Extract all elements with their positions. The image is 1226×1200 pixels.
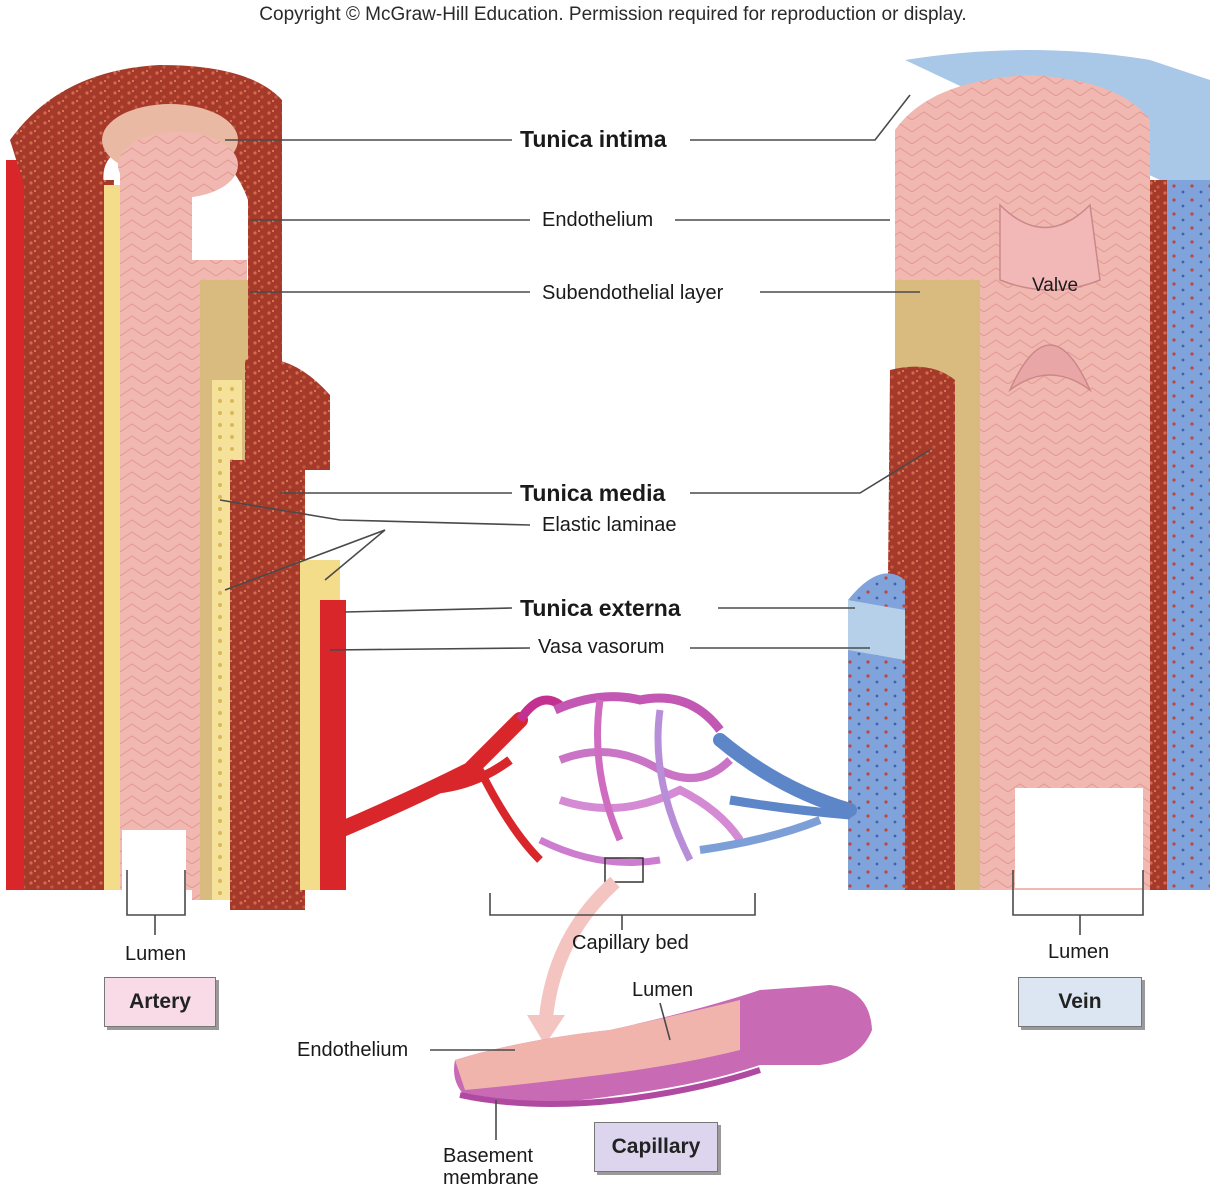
label-vasa-vasorum: Vasa vasorum (538, 636, 665, 658)
vein-drawing (848, 50, 1210, 891)
label-capillary-lumen: Lumen (632, 979, 694, 1001)
label-basement-membrane-line1: Basement (443, 1145, 534, 1167)
artery-drawing (6, 65, 346, 910)
label-capillary-endothelium: Endothelium (297, 1039, 409, 1061)
label-tunica-intima: Tunica intima (520, 126, 667, 152)
artery-title: Artery (129, 990, 191, 1013)
label-artery-lumen: Lumen (125, 943, 187, 965)
vein-title: Vein (1058, 990, 1102, 1013)
label-endothelium: Endothelium (542, 209, 654, 231)
capillary-title-box: Capillary (594, 1122, 718, 1172)
label-vein-lumen: Lumen (1048, 941, 1110, 963)
label-valve: Valve (1032, 275, 1079, 296)
label-tunica-media: Tunica media (520, 480, 666, 506)
leader-lines (126, 94, 1144, 1140)
capillary-tube-drawing (454, 985, 872, 1107)
artery-title-box: Artery (104, 977, 216, 1027)
label-subendothelial-layer: Subendothelial layer (542, 282, 724, 304)
capillary-bed-drawing (332, 692, 857, 1045)
label-elastic-laminae: Elastic laminae (542, 514, 677, 536)
capillary-title: Capillary (611, 1135, 701, 1158)
vein-title-box: Vein (1018, 977, 1142, 1027)
copyright-notice: Copyright © McGraw-Hill Education. Permi… (259, 4, 967, 25)
label-capillary-bed: Capillary bed (572, 932, 689, 954)
label-basement-membrane-line2: membrane (443, 1167, 539, 1189)
label-tunica-externa: Tunica externa (520, 595, 681, 621)
